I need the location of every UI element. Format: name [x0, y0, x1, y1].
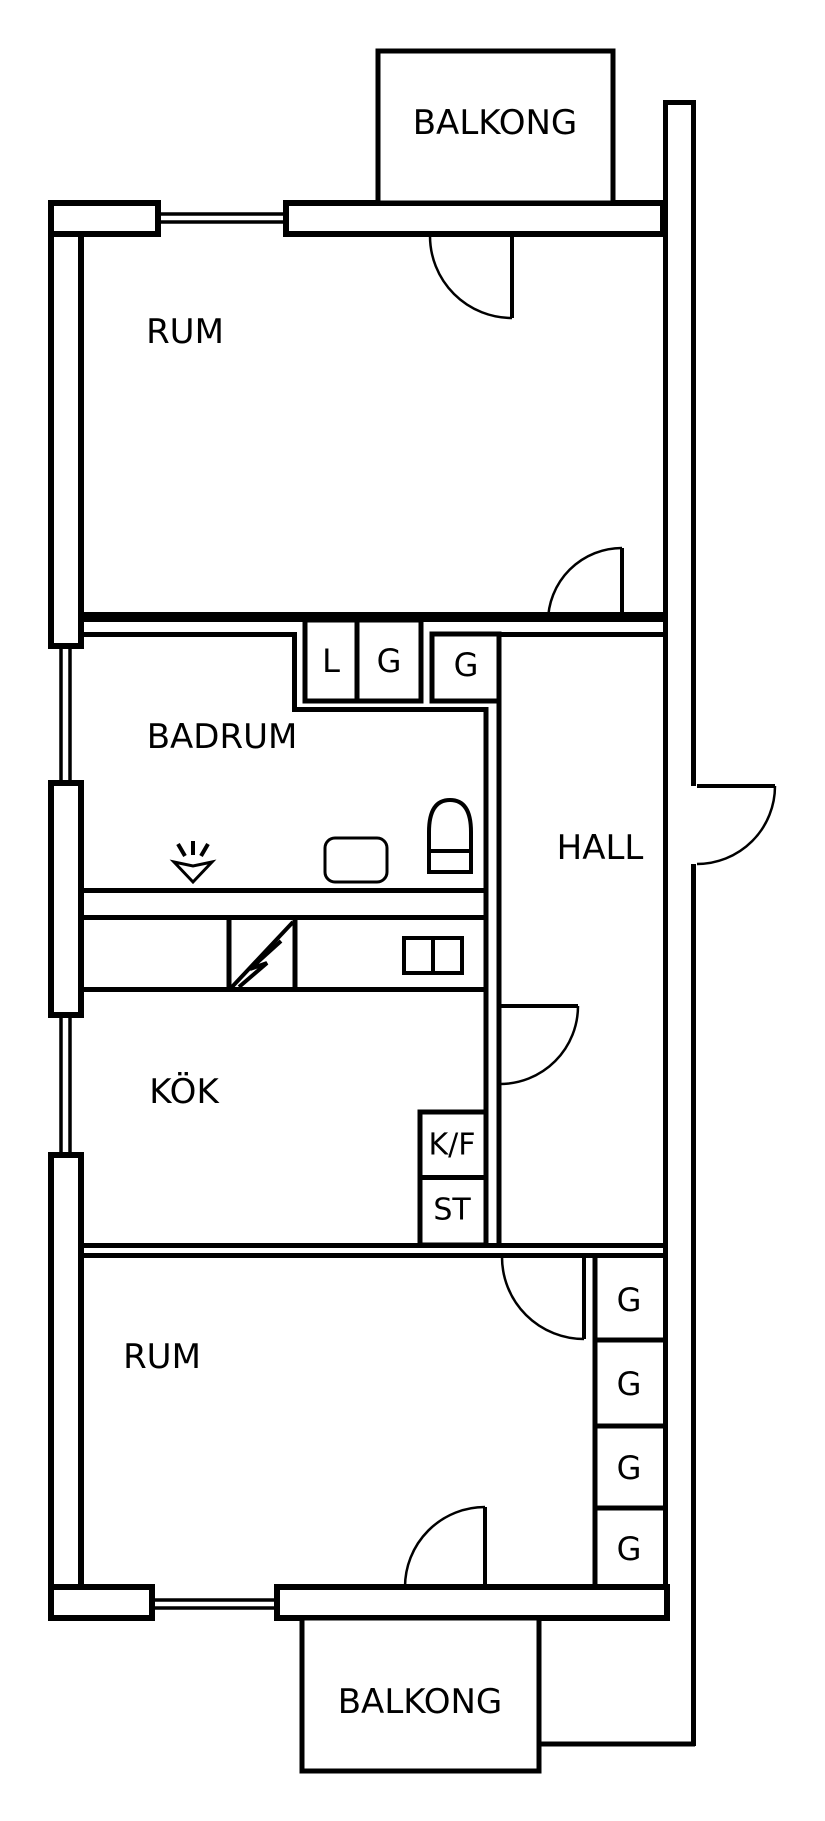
rum-hall-door-arc [546, 546, 623, 623]
label-g-col-1: G [617, 1281, 642, 1319]
label-g-col-3: G [617, 1449, 642, 1487]
left-wall-pillar-2 [48, 780, 84, 1018]
bottom-wall-right-segment [274, 1584, 670, 1621]
label-hall: HALL [557, 828, 644, 868]
washbasin-fixture [323, 836, 389, 884]
toilet-fixture [427, 797, 473, 874]
shower-spray-right [199, 842, 210, 858]
label-balkong-bottom: BALKONG [338, 1682, 503, 1722]
label-st: ST [433, 1193, 471, 1228]
label-badrum: BADRUM [147, 717, 298, 757]
left-wall-pillar-1 [48, 231, 84, 649]
balcony-top [375, 48, 616, 206]
bottom-wall-left-segment [48, 1584, 155, 1621]
top-wall-right-segment [283, 200, 666, 237]
stove-diagonal [229, 920, 295, 990]
label-g-col-4: G [617, 1530, 642, 1568]
balcony-door-top-arc [428, 235, 513, 320]
balcony-door-bottom-arc [403, 1505, 486, 1588]
stove-lightning-bolt [237, 939, 283, 989]
label-closet-l: L [322, 642, 340, 680]
hall-rum-door-arc [500, 1256, 585, 1341]
label-closet-g2: G [454, 646, 479, 684]
label-kok: KÖK [149, 1071, 220, 1112]
entry-door-arc [696, 785, 777, 866]
closet-lg-box [302, 617, 424, 704]
label-g-col-2: G [617, 1365, 642, 1403]
label-kf: K/F [428, 1128, 475, 1163]
shower-spray-left [176, 842, 187, 858]
label-balkong-top: BALKONG [413, 103, 578, 143]
shower-head-triangle [169, 859, 217, 885]
label-closet-g1: G [377, 642, 402, 680]
left-wall-pillar-3 [48, 1152, 84, 1590]
balcony-bottom [299, 1615, 542, 1774]
label-rum-top: RUM [146, 312, 224, 352]
label-rum-bottom: RUM [123, 1337, 201, 1377]
hall-kok-door-arc [499, 1005, 580, 1086]
closet-g2-box [429, 631, 502, 704]
top-wall-left-segment [48, 200, 161, 237]
